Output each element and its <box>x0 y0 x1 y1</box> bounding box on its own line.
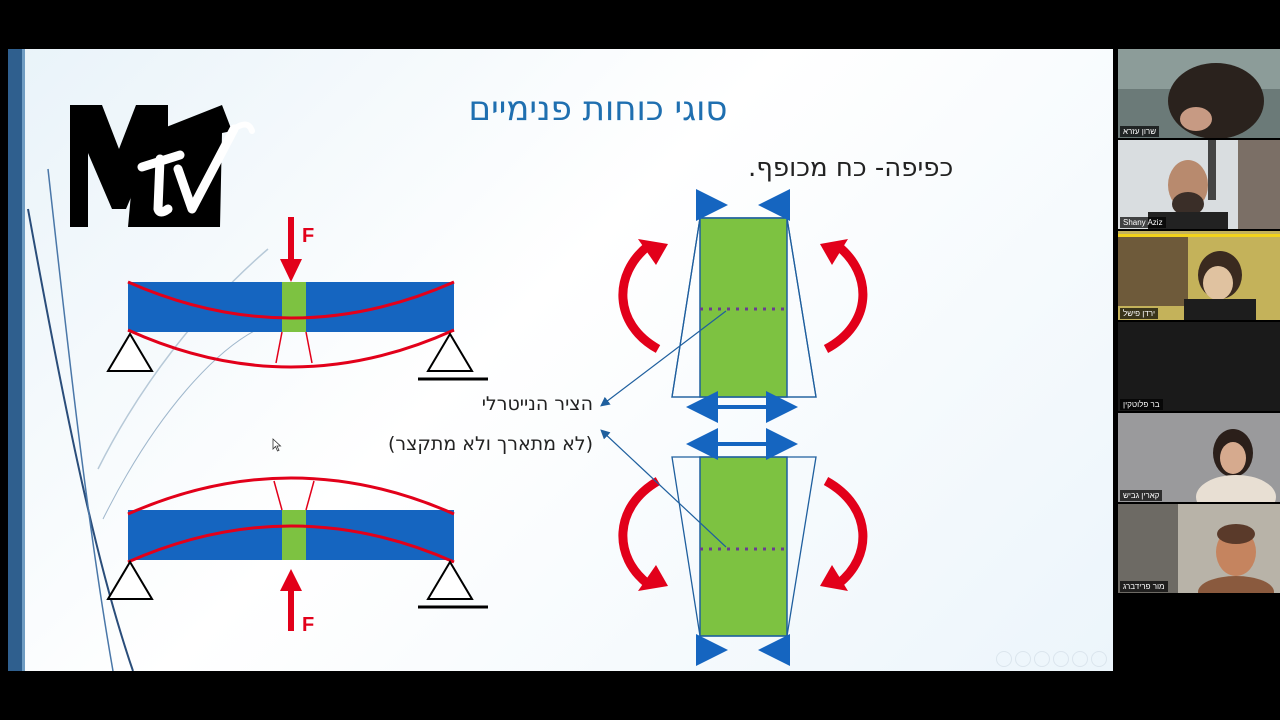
support-left-top <box>106 332 154 372</box>
beam-top <box>106 217 488 381</box>
participant-tile[interactable]: בר פלוטקין <box>1118 322 1280 411</box>
support-right-bottom <box>426 560 474 600</box>
nav-zoom-icon[interactable] <box>1072 651 1088 667</box>
nav-forward-icon[interactable] <box>1015 651 1031 667</box>
participant-name: Shany Aziz <box>1120 217 1166 228</box>
participant-video <box>1118 49 1280 138</box>
participant-tile[interactable]: ירדן פישל <box>1118 231 1280 320</box>
participant-tile[interactable]: Shany Aziz <box>1118 140 1280 229</box>
participant-name: שרון עזרא <box>1120 126 1160 137</box>
participant-gallery: שרון עזרא Shany Aziz ירדן פישל בר פלוטקי… <box>1118 49 1280 601</box>
participant-video-off <box>1118 322 1280 411</box>
mtv-logo <box>70 105 255 227</box>
beam-bottom <box>106 476 488 631</box>
nav-back-icon[interactable] <box>996 651 1012 667</box>
beam-bottom-segment <box>282 510 306 560</box>
bending-element-top <box>618 189 868 423</box>
participant-name: בר פלוטקין <box>1120 399 1163 410</box>
nav-menu-icon[interactable] <box>1034 651 1050 667</box>
participant-video <box>1118 413 1280 502</box>
participant-video <box>1118 140 1280 229</box>
presentation-slide: F F סוגי כוחות פנימיים כפיפה- כח מכופף. … <box>8 49 1113 671</box>
participant-video <box>1118 504 1280 593</box>
participant-tile[interactable]: קארין גביש <box>1118 413 1280 502</box>
slide-nav-controls <box>996 651 1107 667</box>
participant-tile[interactable]: שרון עזרא <box>1118 49 1280 138</box>
slide-title: סוגי כוחות פנימיים <box>468 89 728 129</box>
force-label-bottom: F <box>302 614 314 636</box>
support-left-bottom <box>106 560 154 600</box>
decorative-swoosh <box>27 168 269 671</box>
slide-left-bar-accent <box>22 49 25 671</box>
slide-left-bar <box>8 49 22 671</box>
beam-top-segment <box>282 282 306 332</box>
bending-element-bottom <box>618 428 868 666</box>
nav-pen-icon[interactable] <box>1053 651 1069 667</box>
participant-video <box>1118 231 1280 320</box>
slide-subtitle: כפיפה- כח מכופף. <box>748 153 954 183</box>
support-right-top <box>426 332 474 372</box>
force-arrow-bottom <box>280 569 302 631</box>
participant-name: קארין גביש <box>1120 490 1163 501</box>
force-arrow-top <box>280 217 302 282</box>
neutral-axis-label: הציר הנייטרלי <box>481 393 593 415</box>
participant-tile[interactable]: מור פרידברג <box>1118 504 1280 593</box>
neutral-axis-note: (לא מתארך ולא מתקצר) <box>387 433 593 455</box>
nav-more-icon[interactable] <box>1091 651 1107 667</box>
slide-graphics: F F <box>27 105 868 671</box>
mouse-cursor-icon <box>272 438 282 452</box>
force-label-top: F <box>302 225 314 247</box>
participant-name: מור פרידברג <box>1120 581 1168 592</box>
participant-name: ירדן פישל <box>1120 308 1159 319</box>
